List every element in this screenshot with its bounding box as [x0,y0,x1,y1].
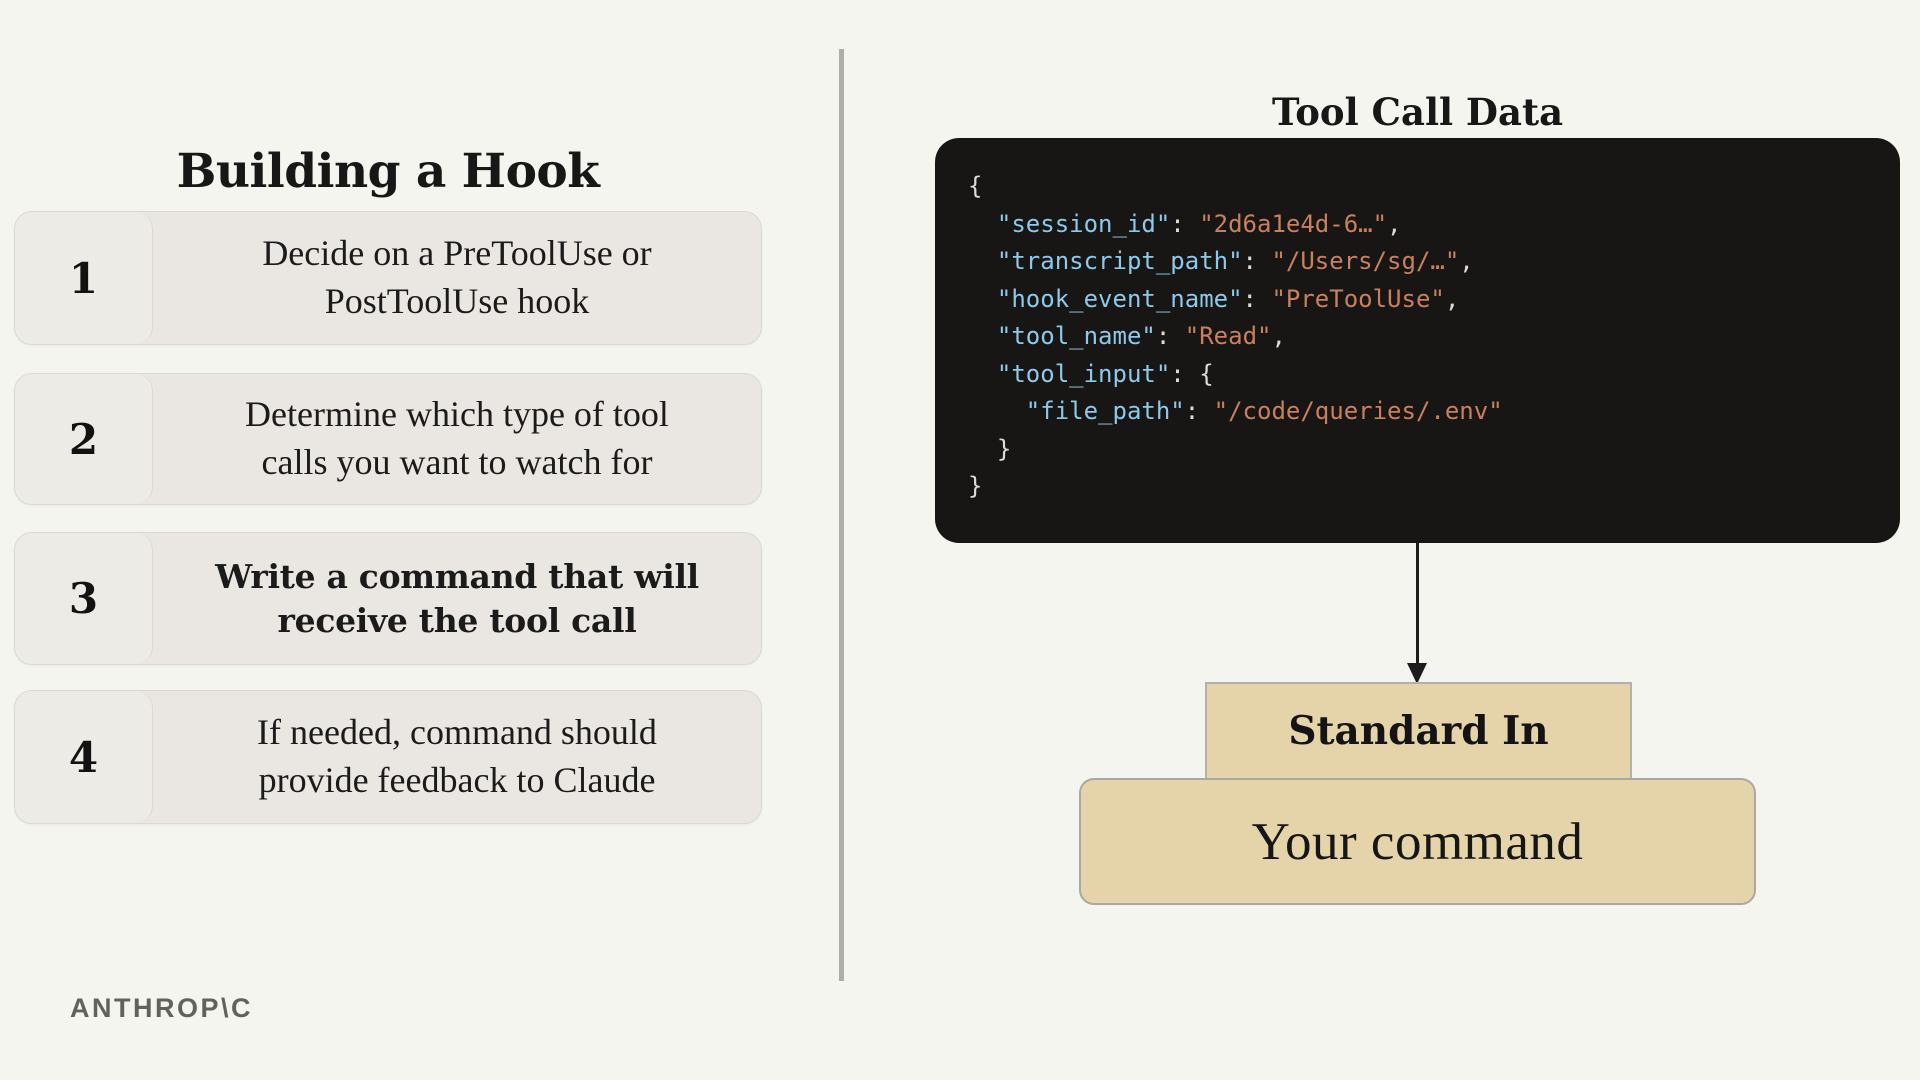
step-text-line: If needed, command should [257,712,657,753]
step-number-badge: 4 [15,691,153,823]
standard-in-label: Standard In [1288,708,1549,754]
code-line: "session_id": "2d6a1e4d-6…", [996,209,1402,238]
step-number-badge: 1 [15,212,153,344]
code-line: "tool_input": { [996,359,1214,388]
code-line: { [968,172,983,200]
down-arrow-head-icon [1407,663,1427,684]
step-row-1: 1 Decide on a PreToolUse or PostToolUse … [14,211,762,345]
your-command-label: Your command [1251,812,1584,871]
json-code-block: { "session_id": "2d6a1e4d-6…", "transcri… [935,138,1900,543]
code-line: "tool_name": "Read", [996,322,1286,350]
your-command-box: Your command [1079,778,1756,905]
step-text-line: receive the tool call [277,600,637,640]
step-text: Determine which type of tool calls you w… [153,374,761,504]
step-text-line: provide feedback to Claude [258,760,656,800]
code-line: "hook_event_name": "PreToolUse", [996,284,1460,313]
step-text: Decide on a PreToolUse or PostToolUse ho… [153,212,761,344]
code-line: "transcript_path": "/Users/sg/…", [996,247,1474,275]
left-section-title: Building a Hook [176,144,600,199]
code-line: } [968,434,1012,463]
step-number-badge: 3 [15,533,153,664]
vertical-divider [839,49,844,981]
step-row-2: 2 Determine which type of tool calls you… [14,373,762,505]
step-text-line: PostToolUse hook [324,281,590,321]
step-text-line: Write a command that will [215,556,699,596]
step-row-3: 3 Write a command that will receive the … [14,532,762,665]
step-text-line: Decide on a PreToolUse or [262,233,652,274]
step-row-4: 4 If needed, command should provide feed… [14,690,762,824]
code-line: "file_path": "/code/queries/.env" [1025,397,1503,425]
code-line: } [968,472,983,500]
code-block-title: Tool Call Data [1271,90,1564,134]
step-text: If needed, command should provide feedba… [153,691,761,823]
step-text: Write a command that will receive the to… [153,533,761,664]
step-number-badge: 2 [15,374,153,504]
anthropic-logo: ANTHROP\C [70,993,253,1023]
step-text-line: calls you want to watch for [261,442,653,482]
down-arrow [1416,543,1419,665]
step-text-line: Determine which type of tool [245,394,669,435]
